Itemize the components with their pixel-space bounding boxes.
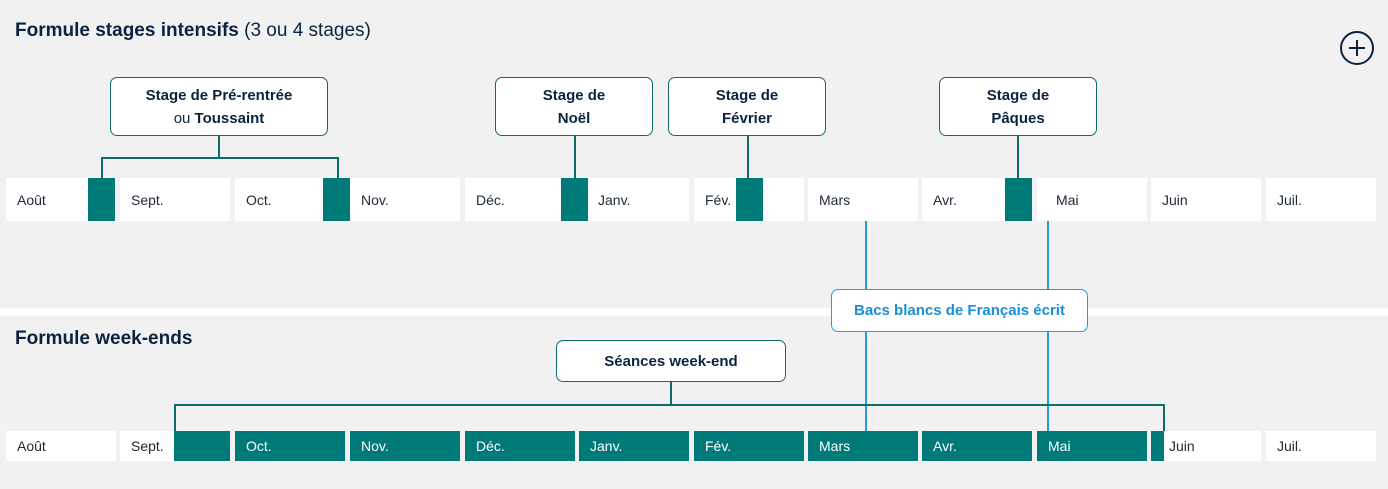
connector-line [174, 404, 1164, 406]
intensive-month-cell: Sept. [120, 178, 230, 221]
intensive-title: Formule stages intensifs (3 ou 4 stages) [15, 20, 371, 42]
stage-marker-pre-rentree [88, 178, 115, 221]
plus-circle-icon[interactable] [1340, 31, 1374, 65]
connector-line [174, 404, 176, 431]
stage-marker-noel [561, 178, 588, 221]
weekend-sessions-box: Séances week-end [556, 340, 786, 382]
connector-line [101, 157, 338, 159]
weekend-month-cell: Fév. [694, 431, 804, 461]
stage-paques-box: Stage de Pâques [939, 77, 1097, 136]
stage-paques-line2: Pâques [991, 109, 1045, 127]
section-separator [0, 308, 1388, 316]
connector-line [101, 157, 103, 179]
stage-pre-rentree-box: Stage de Pré-rentrée ou Toussaint [110, 77, 328, 136]
weekend-month-cell: Mai [1037, 431, 1147, 461]
weekend-month-cell: Déc. [465, 431, 575, 461]
stage-fevrier-box: Stage de Février [668, 77, 826, 136]
weekend-month-cell: Avr. [922, 431, 1032, 461]
connector-line [670, 382, 672, 405]
connector-line [218, 136, 220, 158]
intensive-month-cell: Nov. [350, 178, 460, 221]
intensive-title-bold: Formule stages intensifs [15, 20, 239, 41]
stage-pre-rentree-line2: Toussaint [194, 109, 265, 127]
stage-fevrier-line1: Stage de [715, 86, 779, 104]
weekend-month-cell: Janv. [579, 431, 689, 461]
stage-marker-toussaint [323, 178, 350, 221]
stage-marker-fevrier [736, 178, 763, 221]
weekend-month-cell: Juin [1151, 431, 1261, 461]
stage-fevrier-line2: Février [721, 109, 773, 127]
stage-noel-box: Stage de Noël [495, 77, 653, 136]
weekend-month-cell: Août [6, 431, 116, 461]
connector-line [574, 136, 576, 179]
weekend-span-segment [174, 431, 230, 461]
connector-line [337, 157, 339, 179]
intensive-month-cell: Juin [1151, 178, 1261, 221]
intensive-month-cell: Janv. [579, 178, 689, 221]
intensive-month-cell: Déc. [465, 178, 575, 221]
intensive-month-cell: Mai [1037, 178, 1147, 221]
stage-marker-paques [1005, 178, 1032, 221]
weekend-title: Formule week-ends [15, 328, 193, 349]
weekend-month-cell: Nov. [350, 431, 460, 461]
stage-pre-rentree-or: ou [173, 109, 191, 127]
bacs-blancs-box: Bacs blancs de Français écrit [831, 289, 1088, 332]
stage-pre-rentree-line1: Stage de Pré-rentrée [145, 86, 293, 104]
weekend-month-cell: Juil. [1266, 431, 1376, 461]
stage-paques-line1: Stage de [986, 86, 1050, 104]
stage-noel-line2: Noël [557, 109, 591, 127]
intensive-month-cell: Juil. [1266, 178, 1376, 221]
connector-line [1017, 136, 1019, 179]
weekend-month-cell: Oct. [235, 431, 345, 461]
stage-noel-line1: Stage de [542, 86, 606, 104]
connector-line [1163, 404, 1165, 431]
weekend-span-segment [1151, 431, 1164, 461]
intensive-title-light: (3 ou 4 stages) [244, 20, 371, 41]
connector-line [747, 136, 749, 179]
intensive-section [0, 0, 1388, 308]
weekend-month-cell: Mars [808, 431, 918, 461]
intensive-month-cell: Mars [808, 178, 918, 221]
